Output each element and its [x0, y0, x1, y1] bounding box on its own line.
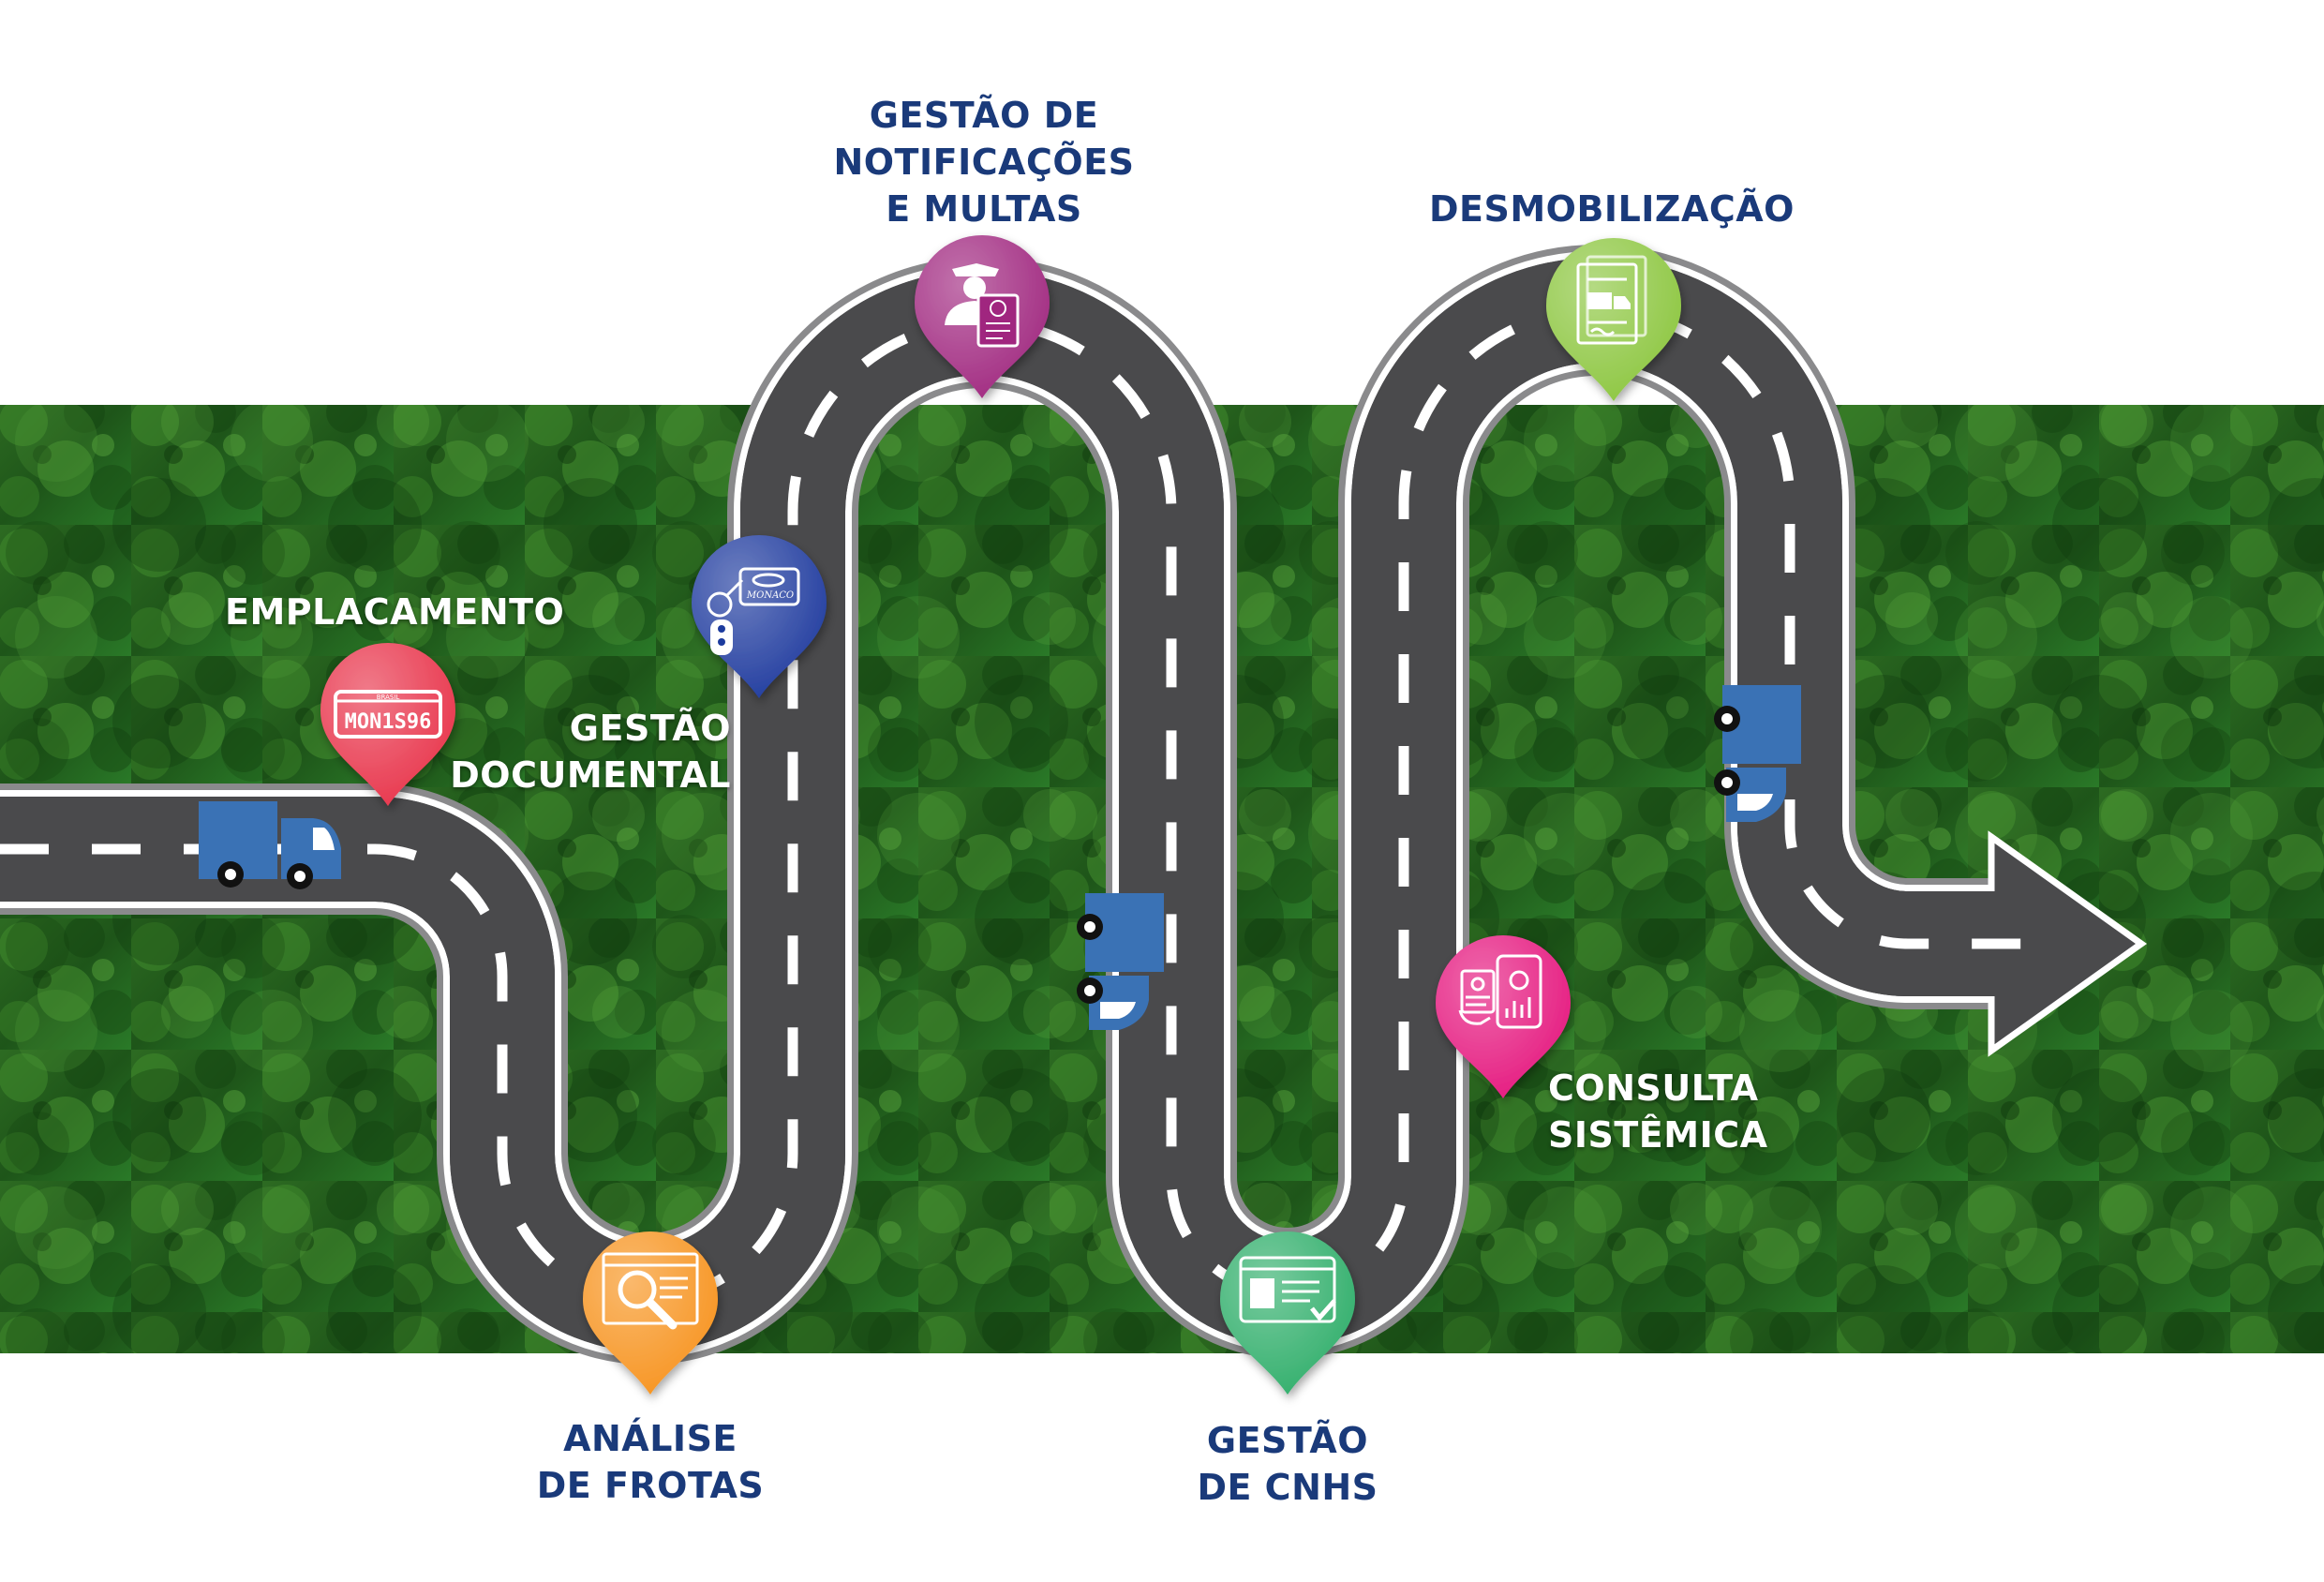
- winding-road: [0, 245, 2148, 1365]
- label-notificacoes-line-1: GESTÃO DE: [869, 95, 1099, 136]
- plate-text: MON1S96: [345, 710, 432, 734]
- label-gestao-cnhs: GESTÃO DE CNHS: [1156, 1417, 1419, 1511]
- plate-caption: BRASIL: [377, 694, 400, 701]
- label-analise-line-1: ANÁLISE: [563, 1418, 737, 1459]
- truck-vertical-middle: [1077, 893, 1164, 1030]
- label-consulta-line-1: CONSULTA: [1548, 1067, 1759, 1109]
- tablet-report-icon: [1458, 954, 1542, 1029]
- label-consulta-line-2: SISTÊMICA: [1548, 1114, 1768, 1156]
- license-card-icon: [1239, 1256, 1336, 1323]
- label-consulta-sistemica: CONSULTA SISTÊMICA: [1548, 1065, 1829, 1158]
- label-gestao-notificacoes: GESTÃO DE NOTIFICAÇÕES E MULTAS: [806, 92, 1162, 232]
- label-emplacamento-line-1: EMPLACAMENTO: [225, 591, 565, 633]
- label-emplacamento: EMPLACAMENTO: [225, 589, 565, 635]
- label-gestao-documental: GESTÃO DOCUMENTAL: [412, 705, 731, 798]
- label-documental-line-1: GESTÃO: [569, 708, 731, 749]
- pin-emplacamento: BRASIL MON1S96: [320, 643, 455, 806]
- pin-analise-frotas: [583, 1231, 718, 1395]
- license-plate-icon: BRASIL MON1S96: [334, 690, 442, 739]
- label-analise-frotas: ANÁLISE DE FROTAS: [510, 1415, 791, 1509]
- officer-ticket-icon: [945, 263, 1020, 348]
- card-brand-text: MONACO: [746, 590, 794, 601]
- truck-horizontal: [199, 801, 341, 889]
- pin-gestao-cnhs: [1220, 1231, 1355, 1395]
- label-documental-line-2: DOCUMENTAL: [450, 754, 731, 796]
- pin-gestao-notificacoes: [915, 235, 1050, 398]
- label-notificacoes-line-2: NOTIFICAÇÕES: [833, 142, 1135, 183]
- key-card-icon: MONACO: [707, 567, 800, 655]
- truck-document-icon: [1576, 255, 1647, 345]
- label-desmobilizacao-line-1: DESMOBILIZAÇÃO: [1428, 188, 1795, 230]
- label-analise-line-2: DE FROTAS: [536, 1465, 765, 1506]
- truck-vertical-right: [1714, 685, 1801, 822]
- pin-gestao-documental: MONACO: [692, 535, 827, 698]
- label-notificacoes-line-3: E MULTAS: [886, 188, 1082, 230]
- label-desmobilizacao: DESMOBILIZAÇÃO: [1424, 186, 1799, 232]
- magnifier-document-icon: [602, 1252, 699, 1330]
- pin-consulta-sistemica: [1436, 935, 1571, 1098]
- label-cnhs-line-2: DE CNHS: [1197, 1467, 1378, 1508]
- label-cnhs-line-1: GESTÃO: [1206, 1420, 1369, 1461]
- pin-desmobilizacao: [1546, 238, 1681, 401]
